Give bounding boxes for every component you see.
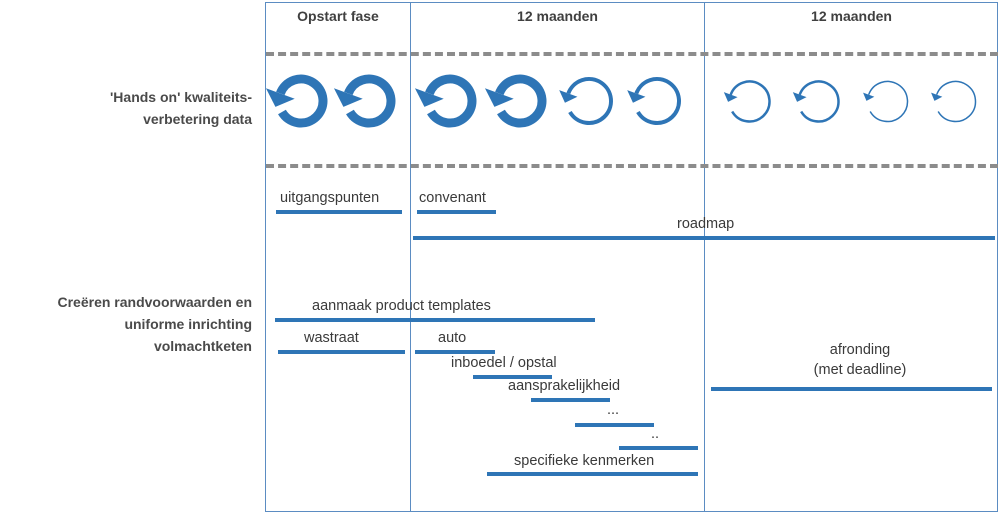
bar-label-specifieke-kenmerken: specifieke kenmerken <box>514 453 655 469</box>
circular-arrow-icon <box>627 77 681 125</box>
timeline-bar-afronding <box>711 387 992 391</box>
circular-arrow-head <box>484 88 514 107</box>
timeline-bar-auto <box>415 350 495 354</box>
timeline-bar-aansprakelijkheid <box>531 398 610 402</box>
circular-arrow-icon <box>862 80 908 122</box>
row-label-text: 'Hands on' kwaliteits- verbetering data <box>109 89 252 127</box>
circular-arrow-icon <box>792 79 840 123</box>
bar-label-inboedel-opstal: inboedel / opstal <box>451 355 557 371</box>
bar-label-ellipsis: ... <box>607 402 620 418</box>
circular-arrow-stroke <box>867 80 908 122</box>
dashed-separator <box>266 52 998 56</box>
circular-arrow-stroke <box>634 77 681 125</box>
column-header-12-maanden: 12 maanden <box>517 8 598 24</box>
timeline-bar-convenant <box>417 210 496 214</box>
timeline-bar-uitgangspunten <box>276 210 402 214</box>
row-label-text: Creëren randvoorwaarden en uniforme inri… <box>57 294 252 354</box>
circular-arrow-icon <box>559 77 613 125</box>
column-divider <box>704 2 705 512</box>
bar-label-convenant: convenant <box>419 190 486 206</box>
circular-arrow-icon <box>723 79 771 123</box>
circular-arrow-stroke <box>344 74 396 128</box>
bar-label-product-templates: aanmaak product templates <box>312 298 491 314</box>
column-header-opstart: Opstart fase <box>297 8 379 24</box>
timeline-bar-ellipsis <box>619 446 698 450</box>
column-divider <box>410 2 411 512</box>
circular-arrow-stroke <box>495 74 547 128</box>
row-label-randvoorwaarden: Creëren randvoorwaarden en uniforme inri… <box>20 291 252 357</box>
circular-arrow-icon <box>414 74 477 128</box>
circular-arrow-head <box>414 88 444 107</box>
timeline-bar-specifieke-kenmerken <box>487 472 698 476</box>
bar-label-wastraat: wastraat <box>304 330 359 346</box>
column-header-12-maanden: 12 maanden <box>811 8 892 24</box>
circular-arrow-stroke <box>566 77 613 125</box>
timeline-bar-product-templates <box>275 318 595 322</box>
circular-arrow-stroke <box>729 79 771 123</box>
timeline-bar-wastraat <box>278 350 405 354</box>
diagram-frame <box>265 2 998 512</box>
circular-arrow-head <box>265 88 295 107</box>
bar-label-aansprakelijkheid: aansprakelijkheid <box>508 378 621 394</box>
bar-label-uitgangspunten: uitgangspunten <box>280 190 380 206</box>
circular-arrow-icon <box>930 80 976 122</box>
circular-arrow-head <box>930 92 942 101</box>
bar-label-ellipsis: .. <box>651 426 660 442</box>
circular-arrow-head <box>627 90 646 103</box>
circular-arrow-stroke <box>425 74 477 128</box>
bar-label-roadmap: roadmap <box>677 216 735 232</box>
circular-arrow-stroke <box>276 74 328 128</box>
timeline-bar-ellipsis <box>575 423 654 427</box>
circular-arrow-head <box>862 92 874 101</box>
circular-arrow-stroke <box>935 80 976 122</box>
circular-arrow-head <box>559 90 578 103</box>
circular-arrow-icon <box>484 74 547 128</box>
circular-arrow-head <box>792 91 807 102</box>
circular-arrow-icon <box>333 74 396 128</box>
circular-arrow-head <box>723 91 738 102</box>
bar-label-afronding: afronding (met deadline) <box>813 342 907 378</box>
circular-arrow-icon <box>265 74 328 128</box>
circular-arrow-stroke <box>798 79 840 123</box>
timeline-bar-inboedel-opstal <box>473 375 552 379</box>
circular-arrow-head <box>333 88 363 107</box>
bar-label-auto: auto <box>438 330 467 346</box>
dashed-separator <box>266 164 998 168</box>
row-label-kwaliteitsverbetering: 'Hands on' kwaliteits- verbetering data <box>20 86 252 130</box>
timeline-bar-roadmap <box>413 236 995 240</box>
